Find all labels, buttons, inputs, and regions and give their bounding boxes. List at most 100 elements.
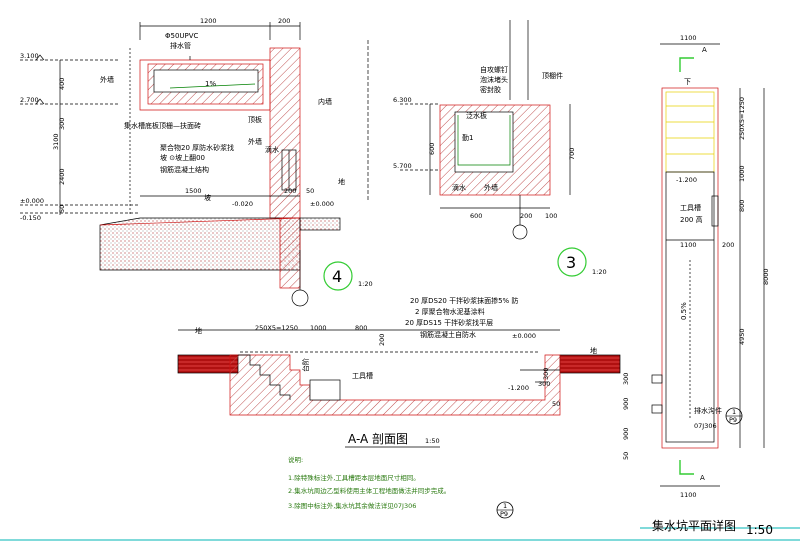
- plan-ref-code: 07J306: [694, 422, 717, 430]
- dim-1200: 1200: [200, 17, 217, 25]
- layer-4: 钢筋混凝土自防水: [420, 330, 476, 339]
- dim-200: 200: [278, 17, 290, 25]
- pipe-label: Φ50UPVC: [165, 32, 199, 40]
- layer-3: 20 厚DS15 干拌砂浆找平层: [405, 318, 493, 327]
- section-title: A-A 剖面图: [348, 432, 408, 446]
- plan-rdim-1: 250X5=1250: [738, 97, 746, 140]
- outer-wall-2: 外墙: [248, 137, 262, 146]
- detail3-bdim-100: 100: [545, 212, 557, 220]
- sec-dim-2: 1000: [310, 324, 327, 332]
- section-aa: [177, 329, 621, 416]
- sec-dim-1: 250X5=1250: [255, 324, 298, 332]
- plan-scale: 1:50: [746, 523, 773, 537]
- detail-4-scale: 1:20: [358, 280, 373, 288]
- outer-wall-label: 外墙: [100, 75, 114, 84]
- detail3-label-4: 顶棚件: [542, 71, 563, 80]
- plan-ref-num: 1: [732, 408, 736, 416]
- detail3-left-dim: 600: [428, 143, 436, 155]
- gutter-note: 集水槽底板顶栅—扶面砖: [124, 121, 201, 130]
- detail-4-circle: [323, 261, 353, 291]
- plan-elev: -1.200: [676, 176, 697, 184]
- sec-elev-neg: -1.200: [508, 384, 529, 392]
- left-dim-d: 50: [622, 452, 630, 460]
- drain-pipe-label: 排水管: [170, 41, 191, 50]
- inner-wall-label: 内墙: [318, 97, 332, 106]
- detail-3-scale: 1:20: [592, 268, 607, 276]
- small-dim-200: 200: [284, 187, 296, 195]
- plan-mid-dim: 1100: [680, 241, 697, 249]
- ground-left: 地: [195, 326, 202, 335]
- elev-zero-2: ±0.000: [310, 200, 334, 208]
- ground-right: 地: [590, 346, 597, 355]
- section-ref-sheet: P9: [500, 510, 508, 518]
- elev-020: -0.020: [232, 200, 253, 208]
- detail3-bdim-600: 600: [470, 212, 482, 220]
- left-dim-3100: 3100: [52, 133, 60, 150]
- detail-3-labels: 自攻螺钉 泡沫堵头 密封胶 顶棚件 泛水板 勤1 滴水 外墙 6.300 5.7…: [393, 65, 607, 277]
- sec-rdim-1: 300: [538, 380, 550, 388]
- plan-rdim-3: 800: [738, 200, 746, 212]
- plan-ref-sheet: P9: [729, 416, 737, 424]
- detail3-label-2: 泡沫堵头: [480, 75, 508, 84]
- top-beam-label: 顶板: [248, 115, 262, 124]
- detail3-elev-low: 5.700: [393, 162, 412, 170]
- detail3-drip: 滴水: [452, 183, 466, 192]
- slope-text: 坡: [204, 193, 211, 202]
- detail3-elev-top: 6.300: [393, 96, 412, 104]
- detail-4-labels: 1200 200 Φ50UPVC 排水管 外墙 内墙 1% 3.100 2.70…: [20, 17, 373, 291]
- left-dim-300: 300: [58, 118, 66, 130]
- detail3-bdim-200: 200: [520, 212, 532, 220]
- section-well: 工具槽: [352, 371, 373, 380]
- plan-rdim-2: 1000: [738, 165, 746, 182]
- plan-a-bottom: A: [700, 474, 705, 482]
- section-aa-labels: 20 厚DS20 干拌砂浆抹面掺5% 防 2 厚聚合物水泥基涂料 20 厚DS1…: [195, 296, 630, 519]
- ground-label: 地: [338, 177, 345, 186]
- waterproof-1: 聚合物20 厚防水砂浆找: [160, 143, 234, 152]
- left-dim-c: 900: [622, 428, 630, 440]
- layer-1: 20 厚DS20 干拌砂浆抹面掺5% 防: [410, 296, 518, 305]
- plan-steps: 下: [684, 78, 691, 86]
- note-2: 2.集水坑周边乙型料使用主体工程地面做法并同步完成。: [288, 486, 450, 495]
- plan-view-labels: 1100 A A 下 8000 250X5=1250 1000 800 4950…: [652, 34, 773, 537]
- plan-view: [640, 43, 800, 529]
- detail-4: [20, 22, 369, 307]
- sec-rdim-2: 300: [542, 368, 550, 380]
- plan-total-dim: 8000: [762, 268, 770, 285]
- waterproof-2: 坡 ⊙坡上翻00: [160, 153, 205, 162]
- detail3-label-3: 密封胶: [480, 85, 501, 94]
- plan-gutter: 排水沟件: [694, 406, 722, 415]
- section-steps: 台阶: [301, 358, 310, 372]
- detail-3-circle: [557, 247, 587, 277]
- sec-dim-4: 200: [378, 334, 386, 346]
- small-dim-50: 50: [306, 187, 314, 195]
- detail-4-number: 4: [332, 267, 342, 286]
- plan-a-top: A: [702, 46, 707, 54]
- sec-elev-zero: ±0.000: [512, 332, 536, 340]
- detail-3-number: 3: [566, 253, 576, 272]
- plan-title: 集水坑平面详图: [652, 518, 736, 533]
- left-dim-50: 50: [58, 205, 66, 213]
- section-scale: 1:50: [425, 437, 440, 445]
- elev-3100: 3.100: [20, 52, 39, 60]
- plan-well: 工具槽: [680, 203, 701, 212]
- note-3: 3.除图中标注外,集水坑其余做法详见07J306: [288, 501, 416, 510]
- left-dim-2400: 2400: [58, 168, 66, 185]
- elev-zero: ±0.000: [20, 197, 44, 205]
- left-dim-b: 900: [622, 398, 630, 410]
- sec-dim-3: 800: [355, 324, 367, 332]
- left-dim-a: 300: [622, 373, 630, 385]
- detail-3: [400, 20, 571, 240]
- elev-neg: -0.150: [20, 214, 41, 222]
- detail3-label-1: 自攻螺钉: [480, 65, 508, 74]
- section-ref-num: 1: [503, 502, 507, 510]
- plan-mid-side: 200: [722, 241, 734, 249]
- floor-dim: 1500: [185, 187, 202, 195]
- slope-label: 1%: [205, 80, 216, 88]
- detail3-right-dim: 700: [568, 148, 576, 160]
- plan-slope: 0.5%: [680, 302, 688, 320]
- detail3-label-5: 泛水板: [466, 111, 487, 120]
- elev-2700: 2.700: [20, 96, 39, 104]
- detail3-water: 勤1: [462, 133, 473, 142]
- plan-bottom-dim: 1100: [680, 491, 697, 499]
- note-1: 1.除特殊标注外,工具槽距本层地面尺寸相同。: [288, 473, 420, 482]
